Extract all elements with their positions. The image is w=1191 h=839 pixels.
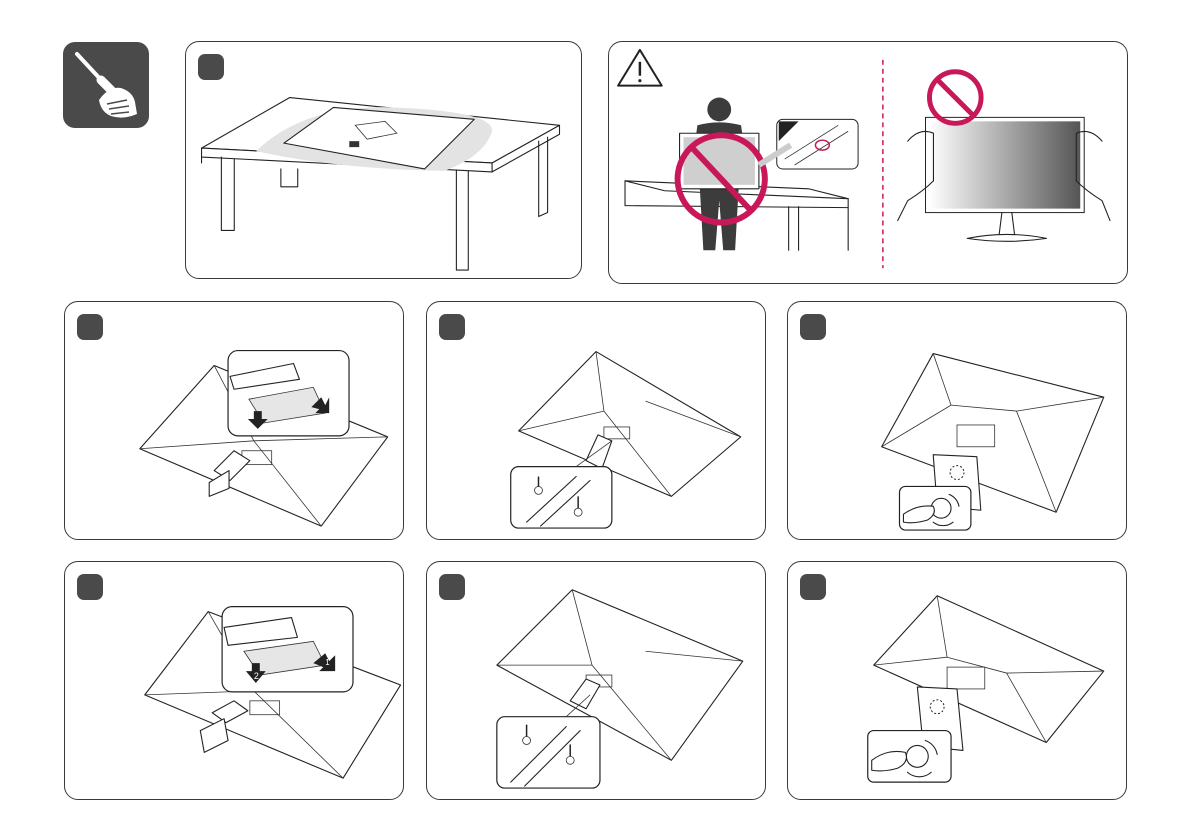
step-panel-table [185,41,582,279]
warning-panel [608,41,1128,284]
arrow-marker-2: 2 [254,671,259,681]
step-panel-e [426,561,766,800]
warning-triangle-icon [618,50,662,86]
step-panel-a [64,301,404,540]
step-panel-c [787,301,1127,540]
step-panel-b [426,301,766,540]
step-panel-d: 2 1 [64,561,404,800]
step-panel-f [787,561,1127,800]
arrow-marker-1: 1 [325,658,330,667]
screwdriver-hand-icon [63,42,149,128]
